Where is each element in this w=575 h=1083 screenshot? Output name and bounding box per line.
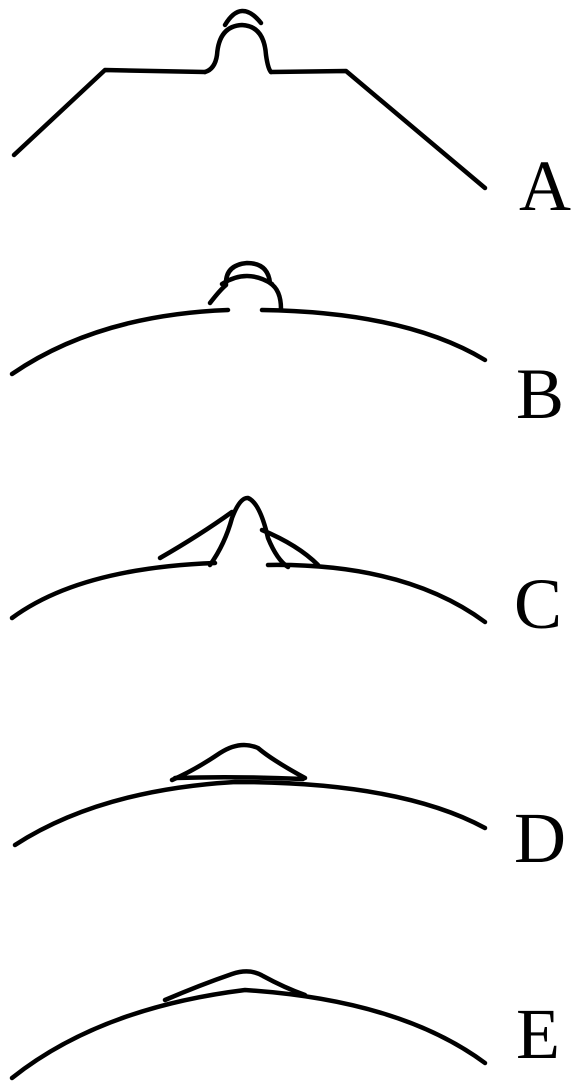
panel-b-outline [9,307,488,377]
panel-e: E [9,969,560,1081]
panel-c-fold [157,509,321,568]
panel-c-outline [9,560,488,625]
panel-a-outline [11,67,488,191]
panel-b-protrusion [207,260,284,312]
panel-c-label: C [514,564,562,644]
panel-b-cap [219,273,275,287]
panel-a: A [11,8,571,226]
panel-e-label: E [516,994,560,1074]
panel-d-protrusion [169,742,308,783]
panel-a-cap [222,8,264,28]
panel-a-label: A [519,146,571,226]
panel-b: B [9,260,564,434]
panel-c-protrusion [207,495,291,570]
panel-a-protrusion [202,22,274,75]
panel-e-protrusion [162,969,308,1003]
panel-c: C [9,495,562,644]
panel-e-outline [9,987,488,1081]
panel-d-outline [12,779,488,848]
panel-d: D [12,742,566,878]
panel-b-label: B [516,354,564,434]
panel-d-label: D [514,798,566,878]
panel-d-fold [172,774,306,782]
